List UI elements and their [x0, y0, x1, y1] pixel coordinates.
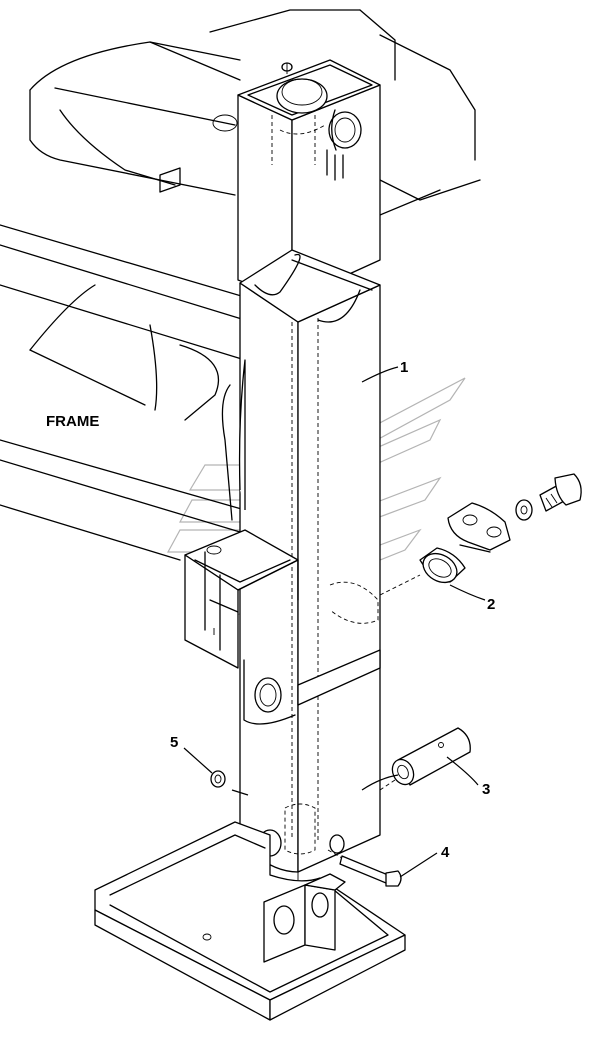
bolt-top: [539, 473, 582, 512]
part-4-bolt: [339, 852, 438, 887]
callout-1: 1: [400, 359, 408, 376]
callout-5: 5: [170, 734, 178, 751]
callout-4: 4: [441, 844, 450, 861]
part-5-nut: [183, 747, 226, 788]
washer: [515, 499, 533, 521]
base-plate: [94, 821, 406, 1021]
frame-label: FRAME: [46, 413, 99, 430]
clamp-plate: [447, 502, 511, 553]
leader-lines: [231, 366, 421, 859]
frame-structure: [0, 9, 481, 561]
callout-2: 2: [487, 596, 495, 613]
part-3-pin: [391, 727, 479, 786]
mounting-bracket: [184, 529, 299, 669]
upper-column: [237, 59, 381, 301]
part-2-bushing: [419, 547, 486, 601]
callout-3: 3: [482, 781, 490, 798]
